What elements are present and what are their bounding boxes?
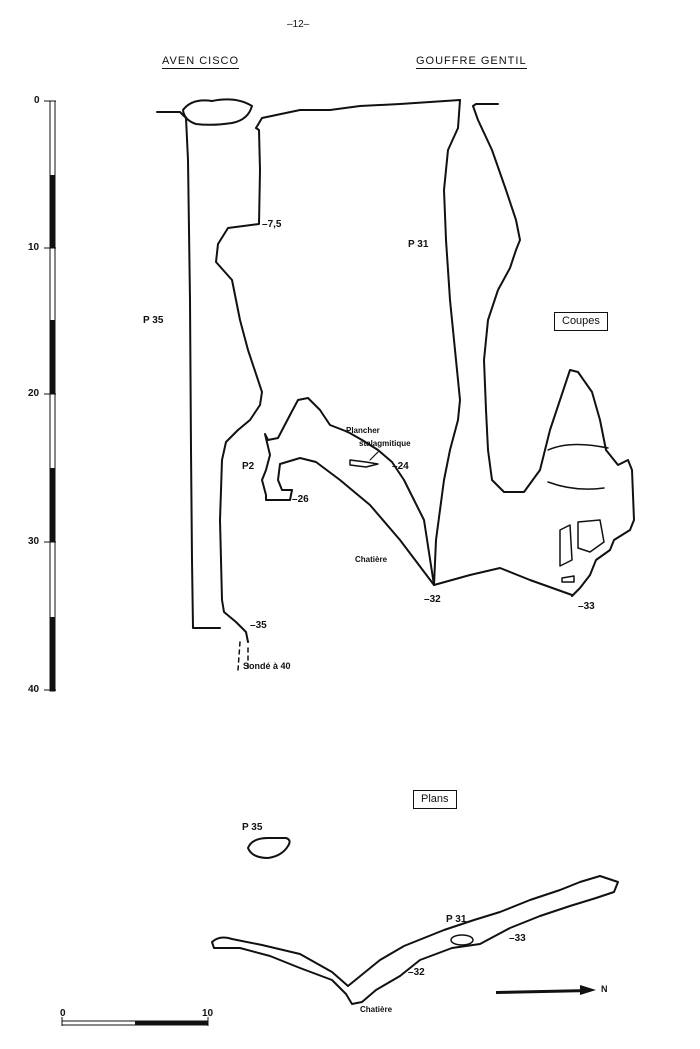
annotation-chatiere: Chatière (355, 555, 388, 564)
north-label: N (601, 984, 608, 994)
coupes-label: Coupes (554, 312, 608, 331)
plancher-stalagmitique (349, 459, 379, 468)
chamber-boulder-1 (559, 524, 573, 567)
sonde-dashed-line (237, 641, 249, 671)
chamber-formation-2 (547, 481, 605, 490)
scale-segment (50, 617, 55, 691)
scale-segment (50, 175, 55, 248)
depth-mark-26: –26 (292, 494, 309, 505)
aven-cisco-left-wall (156, 111, 221, 629)
pit-label-p31: P 31 (408, 239, 429, 250)
depth-mark-24: –24 (392, 461, 409, 472)
pit-label-p2: P2 (242, 461, 255, 472)
plan-gallery-outline (211, 875, 619, 1005)
depth-tick-40: 40 (28, 684, 40, 695)
depth-tick-30: 30 (28, 536, 40, 547)
annotation-plancher: Plancher (346, 426, 380, 435)
plans-label: Plans (413, 790, 457, 809)
pit-label-p35: P 35 (143, 315, 164, 326)
depth-scale-bar (44, 100, 56, 692)
gouffre-gentil-shaft-right-wall (472, 103, 635, 597)
plan-view (211, 837, 619, 1005)
scale-segment (50, 468, 55, 542)
plan-label-chatiere: Chatière (360, 1005, 393, 1014)
depth-tick-0: 0 (34, 95, 40, 106)
chamber-boulder-3 (561, 575, 575, 583)
aven-cisco-entrance-boulder (182, 98, 253, 126)
gouffre-gentil-shaft-left-wall (433, 99, 461, 586)
aven-cisco-right-wall (215, 127, 263, 643)
plan-depth-32: –32 (408, 967, 425, 978)
title-aven-cisco: AVEN CISCO (162, 55, 240, 69)
chamber-formation-1 (547, 443, 609, 451)
page-number: –12– (287, 19, 310, 30)
plan-scale-tick-0: 0 (60, 1008, 66, 1019)
main-gallery-floor (433, 567, 573, 596)
plan-label-p35: P 35 (242, 822, 263, 833)
plan-p31-pit (450, 934, 474, 946)
plan-p35-outline (247, 837, 291, 859)
plancher-arrow (369, 451, 379, 461)
depth-mark-35: –35 (250, 620, 267, 631)
plan-scale-tick-10: 10 (202, 1008, 214, 1019)
depth-mark-7-5: –7,5 (262, 219, 282, 230)
plan-scale-bar (61, 1017, 209, 1026)
title-gouffre-gentil: GOUFFRE GENTIL (416, 55, 527, 69)
plan-depth-33: –33 (509, 933, 526, 944)
scale-segment (50, 320, 55, 394)
depth-mark-32: –32 (424, 594, 441, 605)
north-arrow (496, 985, 596, 995)
depth-mark-sonde: Sondé à 40 (243, 661, 291, 671)
gouffre-gentil-surface-left (255, 99, 461, 129)
chamber-boulder-2 (577, 519, 605, 553)
depth-tick-20: 20 (28, 388, 40, 399)
depth-tick-10: 10 (28, 242, 40, 253)
annotation-stalagmitique: stalagmitique (359, 439, 411, 448)
side-chamber-upper (289, 397, 435, 586)
plan-label-p31: P 31 (446, 914, 467, 925)
depth-mark-33: –33 (578, 601, 595, 612)
side-chamber-p2 (261, 414, 435, 586)
